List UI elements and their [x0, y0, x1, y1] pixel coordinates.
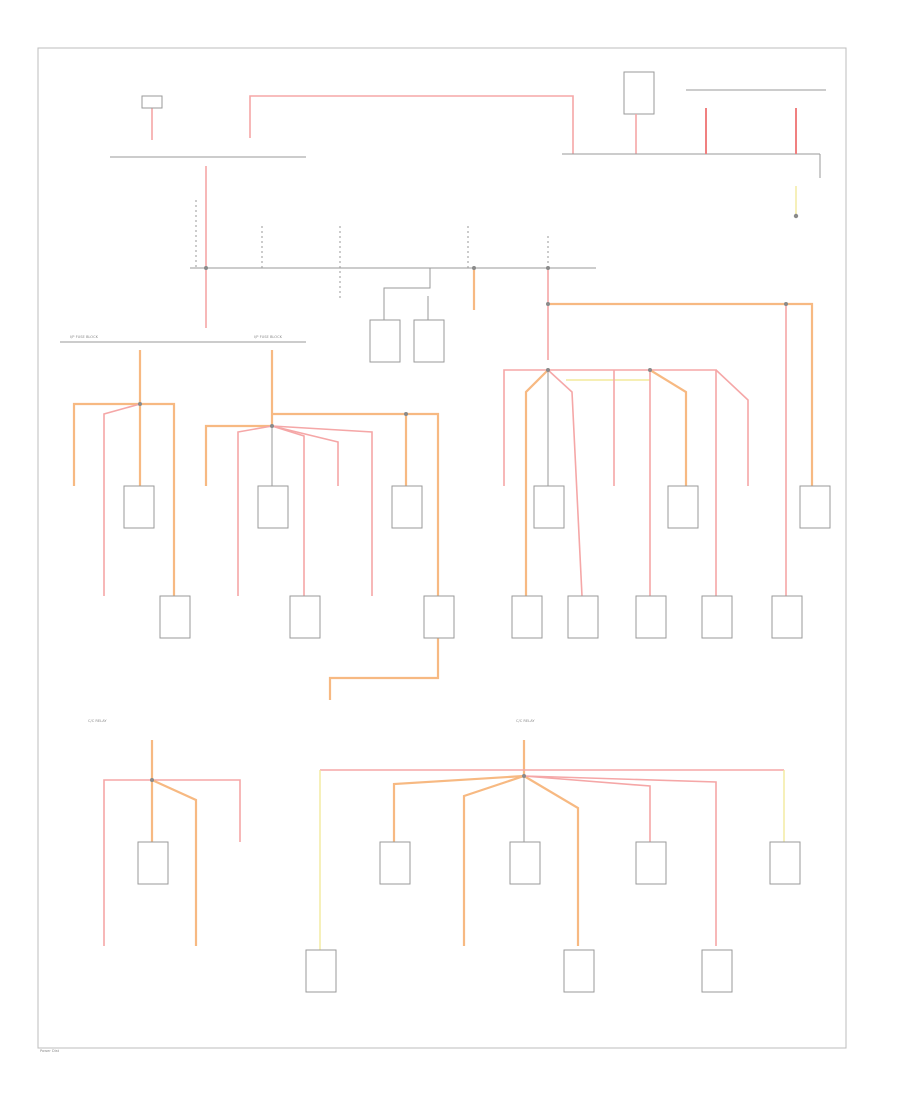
bottom-group-label-1: C/C RELAY: [88, 719, 107, 723]
left-middle-section: I/P FUSE BLOCK I/P FUSE BLOCK: [60, 335, 455, 700]
corner-label: Power Dist: [40, 1049, 60, 1053]
splice-nodes: [138, 266, 788, 782]
bottom-section: C/C RELAY C/C RELAY: [88, 719, 801, 993]
right-middle-section: [503, 302, 831, 639]
group-label-1: I/P FUSE BLOCK: [70, 335, 99, 339]
top-section: [110, 71, 826, 363]
group-label-2: I/P FUSE BLOCK: [254, 335, 283, 339]
bottom-group-label-2: C/C RELAY: [516, 719, 535, 723]
diagram-border: [37, 47, 847, 1049]
